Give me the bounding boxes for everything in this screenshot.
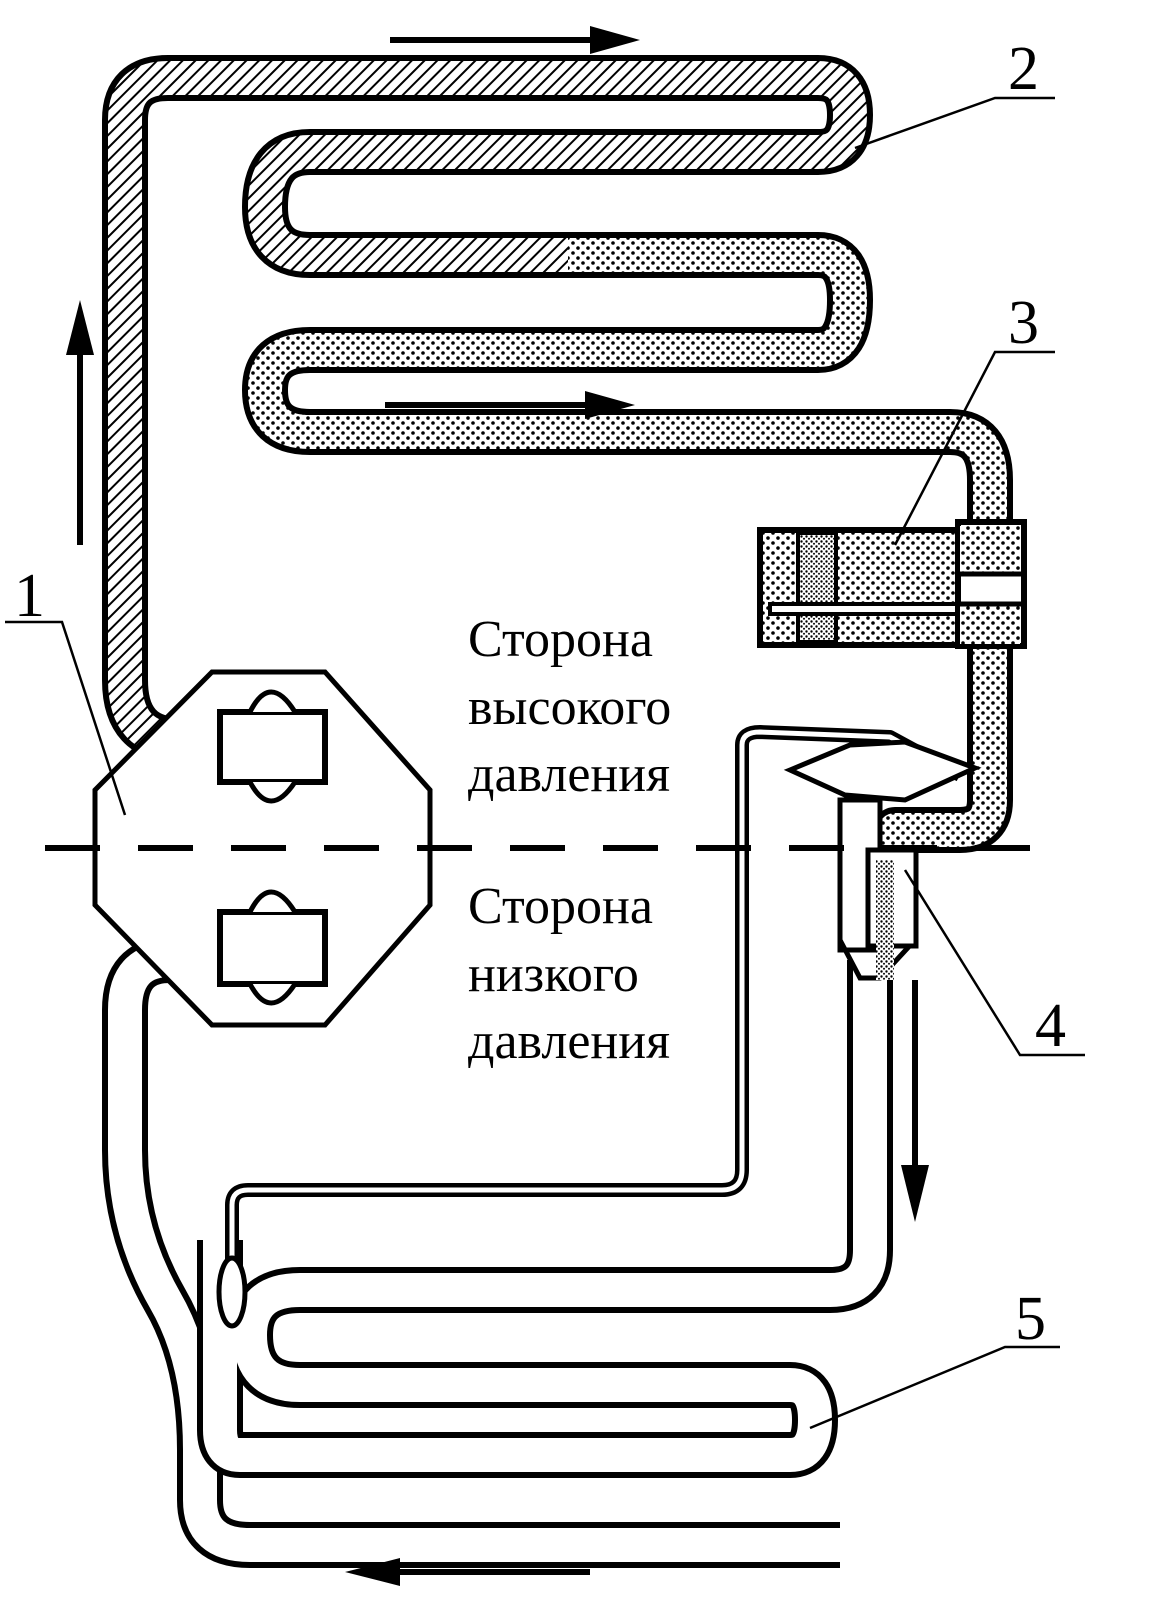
low-side-line-3: давления [468, 1013, 671, 1071]
leader-4 [903, 869, 1085, 1057]
condenser-hot-section [102, 55, 873, 763]
leader-lines [5, 96, 1085, 1430]
label-evaporator: 5 [1015, 1285, 1046, 1353]
leader-1 [5, 620, 127, 816]
label-filter-drier: 3 [1008, 289, 1039, 357]
high-pressure-side-label: Сторона высокого давления [468, 606, 671, 809]
flow-arrow-top [390, 26, 640, 54]
suction-pipe [102, 937, 840, 1568]
low-side-line-2: низкого [468, 945, 639, 1003]
condenser-liquid-section [242, 232, 1013, 530]
filter-outlet-pipe [872, 620, 1013, 853]
flow-arrow-middle [385, 391, 635, 419]
label-condenser: 2 [1008, 35, 1039, 103]
high-side-line-2: высокого [468, 678, 672, 736]
high-side-line-3: давления [468, 746, 671, 804]
evaporator [197, 960, 893, 1478]
label-compressor: 1 [14, 562, 45, 630]
low-pressure-side-label: Сторона низкого давления [468, 873, 670, 1076]
flow-arrow-bottom [345, 1558, 590, 1586]
sensing-tube [216, 725, 964, 1329]
label-capillary: 4 [1035, 992, 1066, 1060]
leader-3 [893, 350, 1055, 546]
expansion-valve [783, 739, 982, 981]
filter-drier [757, 519, 1027, 649]
flow-arrow-up [66, 300, 94, 545]
flow-arrow-down [901, 980, 929, 1222]
leader-2 [854, 96, 1055, 150]
low-side-line-1: Сторона [468, 878, 653, 935]
leader-5 [809, 1345, 1060, 1430]
high-side-line-1: Сторона [468, 611, 653, 668]
